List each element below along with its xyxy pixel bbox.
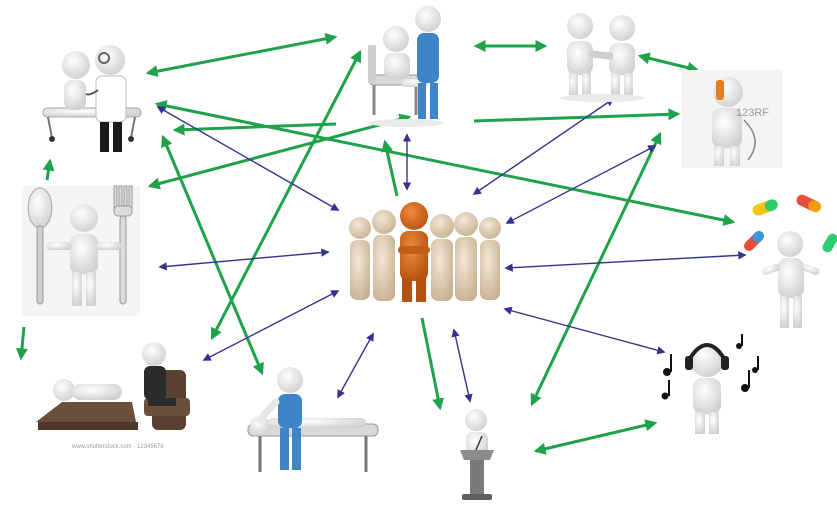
therapy-couch-icon: www.shutterstock.com · 12345678 xyxy=(36,342,190,450)
node-phone-call: 123RF xyxy=(682,70,782,168)
green-arrow xyxy=(473,108,681,123)
fork-spoon-icon xyxy=(22,185,140,316)
phone-watermark: 123RF xyxy=(736,107,769,119)
green-arrow xyxy=(381,139,399,197)
node-team-leader xyxy=(346,196,502,306)
node-music xyxy=(661,334,759,434)
node-medication xyxy=(744,194,837,328)
couch-watermark: www.shutterstock.com · 12345678 xyxy=(71,444,164,450)
green-arrow xyxy=(637,52,700,74)
node-doctor-stretcher xyxy=(42,45,142,152)
node-nurse-patient xyxy=(368,6,444,127)
phone-call-icon: 123RF xyxy=(682,70,782,168)
green-arrow xyxy=(145,32,338,78)
blue-arrow xyxy=(472,98,615,195)
pills-icon xyxy=(744,194,837,328)
node-nutrition xyxy=(22,185,140,316)
blue-arrow xyxy=(505,145,657,224)
blue-arrow xyxy=(158,248,330,271)
blue-arrow xyxy=(503,306,666,355)
nurse-patient-icon xyxy=(368,6,444,127)
podium-icon xyxy=(460,409,494,500)
node-handshake xyxy=(560,13,644,102)
headphones-music-icon xyxy=(661,334,759,434)
blue-arrow xyxy=(202,290,340,361)
team-leader-icon xyxy=(346,196,502,306)
massage-table-icon xyxy=(247,367,379,472)
green-arrow xyxy=(420,317,445,411)
doctor-stretcher-icon xyxy=(42,45,142,152)
blue-arrows xyxy=(156,98,747,403)
blue-arrow xyxy=(156,106,340,211)
node-speaker-podium xyxy=(460,409,494,500)
node-therapy-couch: www.shutterstock.com · 12345678 xyxy=(36,342,190,450)
node-massage-table xyxy=(247,367,379,472)
blue-arrow xyxy=(504,251,747,272)
blue-arrow xyxy=(337,332,374,399)
green-arrow xyxy=(210,49,362,341)
blue-arrow xyxy=(451,328,473,403)
green-arrow xyxy=(15,326,28,361)
handshake-icon xyxy=(560,13,644,102)
green-arrow xyxy=(530,131,662,407)
green-arrow xyxy=(533,419,658,455)
green-arrow xyxy=(42,158,55,181)
